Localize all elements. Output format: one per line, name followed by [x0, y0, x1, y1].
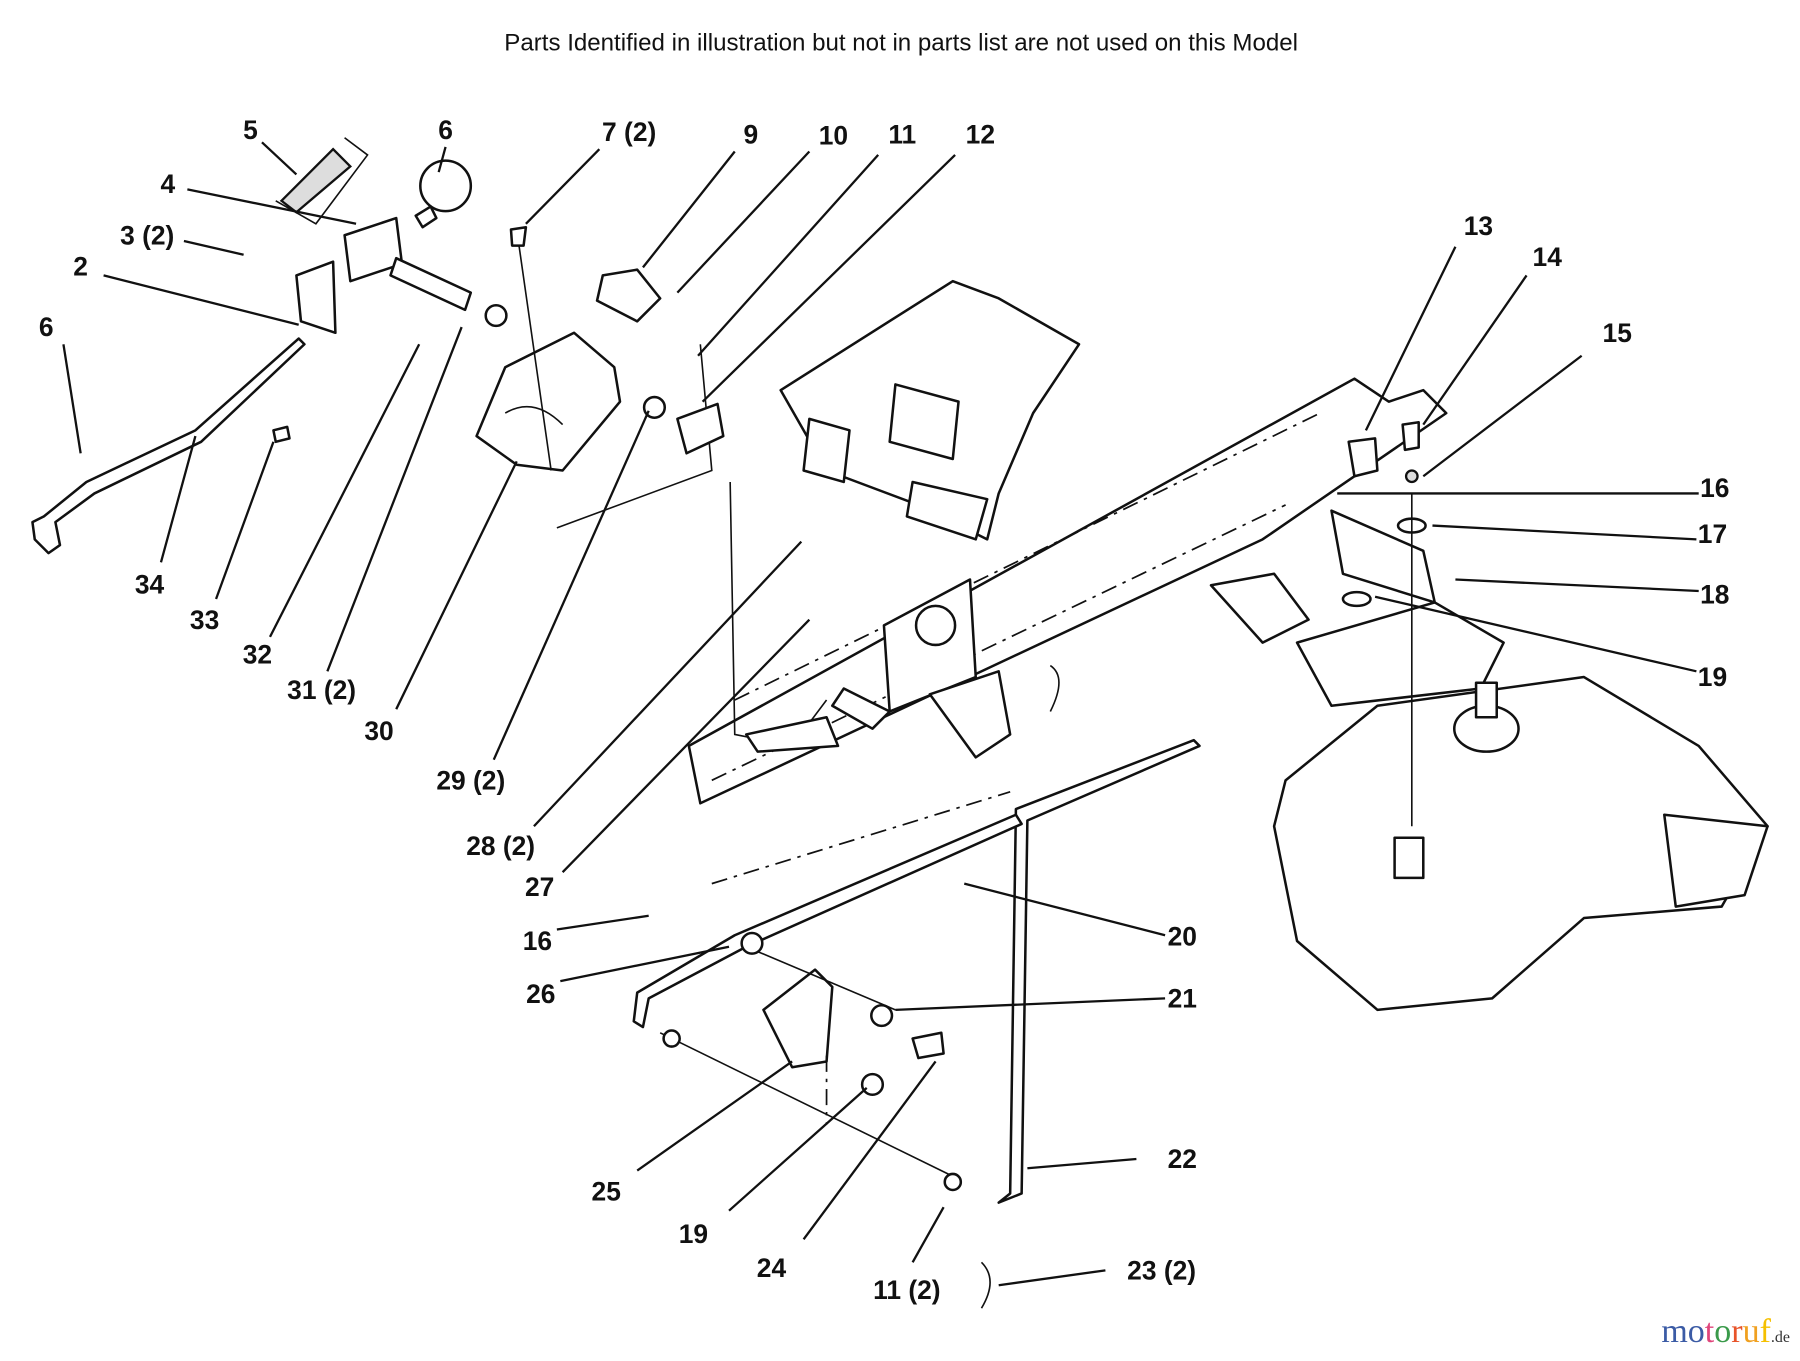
- callout-label: 2: [73, 251, 88, 281]
- leader-line: [1364, 246, 1457, 431]
- bellcrank: [762, 968, 834, 1069]
- callout-label: 30: [364, 716, 393, 746]
- leader-line: [395, 460, 518, 710]
- callout-label: 22: [1168, 1144, 1197, 1174]
- leader-line: [998, 1269, 1106, 1287]
- transmission: [1272, 675, 1769, 1012]
- callout-label: 15: [1603, 318, 1632, 348]
- callout-label: 18: [1700, 580, 1729, 610]
- leader-line: [701, 154, 956, 403]
- callout-label: 26: [526, 979, 555, 1009]
- spring: [279, 147, 353, 214]
- callout-label: 34: [135, 569, 165, 599]
- callout-label: 23 (2): [1127, 1256, 1196, 1286]
- callout-label: 16: [523, 926, 552, 956]
- watermark-letter: r: [1731, 1313, 1743, 1350]
- callout-label: 31 (2): [287, 675, 356, 705]
- callout-label: 17: [1698, 519, 1727, 549]
- leader-line: [187, 188, 357, 225]
- rod-22: [997, 738, 1201, 1204]
- leader-line: [676, 150, 811, 294]
- callout-label: 29 (2): [436, 766, 505, 796]
- rod-20: [632, 813, 1023, 1029]
- leader-line: [1432, 524, 1697, 541]
- callout-label: 24: [757, 1253, 787, 1283]
- callout-label: 3 (2): [120, 220, 174, 250]
- callout-label: 4: [161, 169, 176, 199]
- control-rod: [31, 337, 306, 555]
- pedal-shaft: [389, 256, 473, 312]
- pedal-bracket: [475, 331, 622, 472]
- watermark-letter: t: [1704, 1313, 1715, 1350]
- leader-line: [895, 997, 1166, 1011]
- leader-line: [1422, 274, 1528, 426]
- leader-line: [261, 141, 298, 176]
- callout-label: 13: [1464, 211, 1493, 241]
- callout-label: 20: [1168, 922, 1197, 952]
- callout-label: 6: [39, 312, 54, 342]
- leader-line: [326, 326, 463, 672]
- leader-line: [492, 410, 650, 761]
- leader-line: [556, 914, 649, 931]
- leader-line: [636, 1060, 793, 1172]
- callout-label: 33: [190, 605, 219, 635]
- mount-plate: [882, 578, 978, 713]
- leader-line: [802, 1060, 937, 1241]
- part-drawings: [31, 137, 1769, 1309]
- plate-18: [1330, 509, 1437, 604]
- callout-label: 19: [679, 1219, 708, 1249]
- leader-line: [561, 618, 811, 873]
- callout-label: 10: [819, 121, 848, 151]
- leader-line: [1455, 578, 1699, 593]
- watermark-letter: o: [1687, 1313, 1705, 1350]
- callout-label: 28 (2): [466, 831, 535, 861]
- leader-line: [1422, 354, 1583, 478]
- leader-line: [560, 945, 730, 983]
- watermark-suffix: .de: [1770, 1329, 1790, 1346]
- leader-line: [268, 343, 421, 638]
- leader-line: [214, 441, 275, 600]
- leader-line: [963, 882, 1166, 937]
- leader-line: [533, 540, 803, 828]
- callout-label: 14: [1533, 242, 1563, 272]
- leader-line: [437, 146, 447, 173]
- callout-label: 25: [592, 1176, 621, 1206]
- callout-label: 19: [1698, 662, 1727, 692]
- callout-label: 11: [888, 119, 916, 149]
- watermark-letter: f: [1759, 1313, 1771, 1350]
- watermark-letter: m: [1661, 1313, 1688, 1350]
- watermark-letter: u: [1742, 1313, 1760, 1350]
- watermark-letter: o: [1714, 1313, 1732, 1350]
- leader-line: [642, 150, 736, 269]
- callout-label: 12: [966, 119, 995, 149]
- callout-label: 7 (2): [602, 117, 656, 147]
- callout-label: 11 (2): [873, 1275, 940, 1305]
- leader-line: [728, 1087, 868, 1212]
- leader-line: [911, 1206, 945, 1263]
- callout-label: 6: [438, 115, 453, 145]
- leader-line: [1027, 1157, 1137, 1170]
- diagram-note: Parts Identified in illustration but not…: [504, 29, 1298, 56]
- leader-line: [183, 239, 244, 256]
- watermark-logo: motoruf.de: [1661, 1313, 1790, 1351]
- leader-line: [1374, 595, 1697, 673]
- leader-line: [697, 154, 880, 357]
- callout-label: 32: [243, 639, 272, 669]
- leader-line: [525, 148, 601, 225]
- axle: [1209, 572, 1310, 644]
- leader-line: [62, 344, 82, 454]
- callout-label: 9: [743, 119, 758, 149]
- callout-label: 5: [243, 115, 258, 145]
- frame-rail: [687, 377, 1448, 805]
- callout-label: 27: [525, 872, 554, 902]
- callout-label: 16: [1700, 473, 1729, 503]
- callout-label: 21: [1168, 984, 1197, 1014]
- leader-line: [103, 274, 299, 326]
- leader-line: [159, 435, 197, 563]
- knob: [419, 159, 473, 213]
